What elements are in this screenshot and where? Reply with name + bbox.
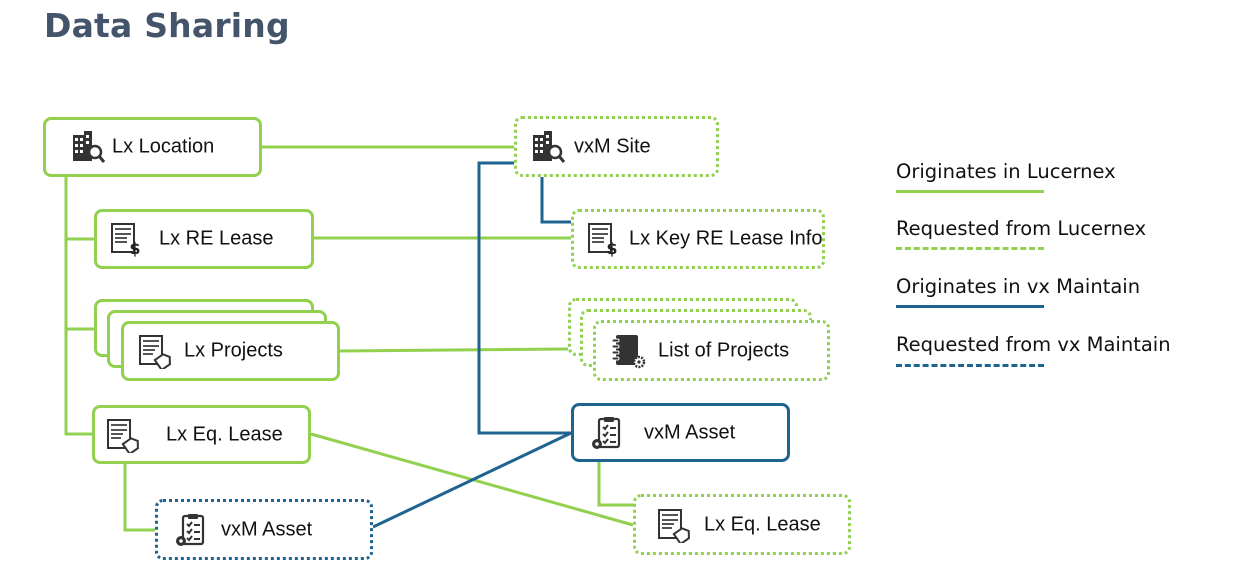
- building-search-icon: [533, 130, 566, 163]
- node-label: Lx Eq. Lease: [166, 423, 283, 445]
- node-label: vxM Site: [574, 135, 651, 157]
- node-list-of-projects[interactable]: List of Projects: [593, 320, 830, 381]
- node-lx-key-re-lease-info[interactable]: $ Lx Key RE Lease Info: [571, 209, 825, 269]
- connector-asset-eqlease: [597, 461, 633, 507]
- document-dollar-icon: $: [588, 223, 618, 257]
- node-vxm-asset-bottom[interactable]: vxM Asset: [155, 499, 373, 560]
- document-tag-icon: [658, 508, 690, 543]
- node-label: List of Projects: [658, 339, 790, 361]
- node-lx-re-lease[interactable]: $ Lx RE Lease: [94, 209, 314, 269]
- legend-label: Requested from vx Maintain: [896, 333, 1171, 356]
- node-vxm-site[interactable]: vxM Site: [514, 116, 719, 177]
- node-label: Lx Projects: [184, 339, 283, 362]
- legend-item-requested-lucernex: Requested from Lucernex: [896, 217, 1147, 250]
- building-search-icon: [73, 131, 106, 163]
- connector-projects-list: [339, 347, 569, 353]
- legend-label: Originates in Lucernex: [896, 160, 1116, 183]
- node-label: Lx RE Lease: [159, 227, 274, 250]
- node-vxm-asset-right[interactable]: vxM Asset: [571, 403, 790, 462]
- node-label: vxM Asset: [644, 421, 736, 443]
- node-label: Lx Eq. Lease: [704, 513, 821, 535]
- document-tag-icon: [107, 418, 139, 453]
- legend-line-dashed-green: [896, 247, 1044, 250]
- legend-label: Requested from Lucernex: [896, 217, 1147, 240]
- legend-item-originates-lucernex: Originates in Lucernex: [896, 160, 1116, 193]
- legend-line-solid-green: [896, 190, 1044, 193]
- notebook-gear-icon: [611, 334, 646, 368]
- connector-location-tree: [64, 177, 94, 436]
- node-lx-location[interactable]: Lx Location: [43, 117, 262, 177]
- clipboard-checklist-gear-icon: [592, 416, 621, 449]
- legend-line-dashed-blue: [896, 364, 1044, 367]
- legend-line-solid-blue: [896, 305, 1044, 308]
- connector-eqlease-asset: [123, 464, 156, 532]
- document-dollar-icon: $: [111, 223, 141, 257]
- legend-item-requested-vx-maintain: Requested from vx Maintain: [896, 333, 1171, 367]
- connector-site-keyinfo: [540, 177, 571, 224]
- node-label: vxM Asset: [221, 518, 313, 540]
- svg-text:$: $: [606, 239, 617, 257]
- node-lx-eq-lease-right[interactable]: Lx Eq. Lease: [633, 494, 851, 555]
- node-label: Lx Location: [112, 135, 215, 158]
- svg-text:$: $: [129, 239, 140, 257]
- legend-item-originates-vx-maintain: Originates in vx Maintain: [896, 275, 1141, 308]
- node-lx-projects[interactable]: Lx Projects: [121, 321, 340, 381]
- legend-label: Originates in vx Maintain: [896, 275, 1141, 298]
- node-lx-eq-lease-left[interactable]: Lx Eq. Lease: [92, 405, 311, 464]
- document-tag-icon: [139, 335, 171, 369]
- connector-asset-asset: [372, 431, 572, 529]
- clipboard-checklist-gear-icon: [176, 513, 205, 546]
- page-title: Data Sharing: [44, 6, 290, 45]
- connector-site-asset: [477, 161, 571, 435]
- node-label: Lx Key RE Lease Info: [629, 227, 823, 250]
